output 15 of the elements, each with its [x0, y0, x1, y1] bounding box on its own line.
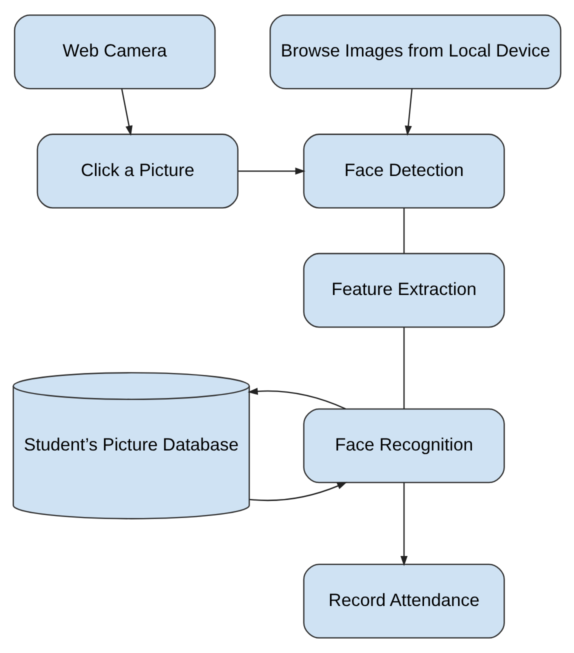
node-box: Web Camera — [14, 14, 216, 90]
connector — [403, 327, 405, 409]
arrow — [248, 388, 346, 410]
node-box: Face Detection — [303, 134, 505, 209]
node-box: Record Attendance — [303, 564, 505, 639]
arrow — [400, 482, 408, 566]
arrow — [121, 88, 133, 136]
connector — [403, 208, 405, 254]
arrow — [404, 88, 413, 136]
arrow — [238, 168, 306, 175]
arrow — [249, 482, 348, 502]
node-box: Face Recognition — [303, 408, 505, 484]
node-box: Feature Extraction — [303, 252, 505, 328]
node-box: Browse Images from Local Device — [270, 14, 562, 90]
node-box: Click a Picture — [36, 134, 238, 209]
